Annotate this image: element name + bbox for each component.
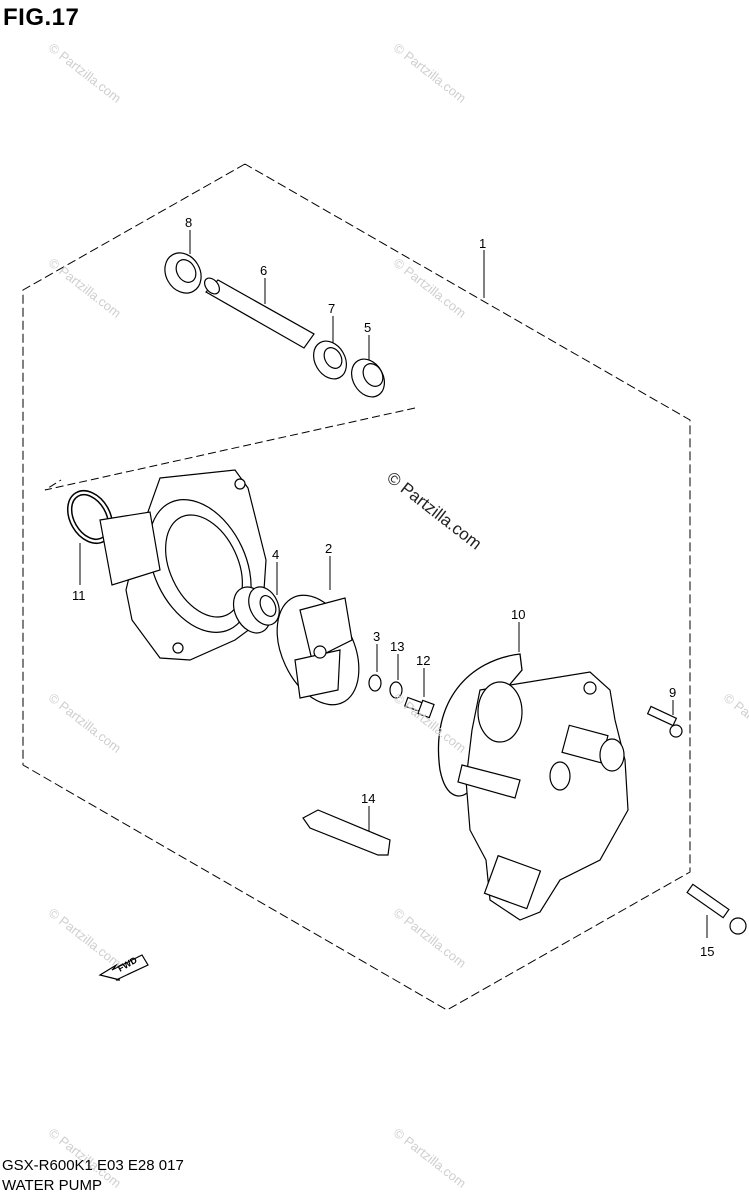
part-2-impeller[interactable] xyxy=(261,582,375,718)
part-9-bolt[interactable] xyxy=(646,705,683,738)
callout-2: 2 xyxy=(325,541,332,556)
callout-14: 14 xyxy=(361,791,375,806)
callout-5: 5 xyxy=(364,320,371,335)
part-group-name: WATER PUMP xyxy=(2,1177,102,1194)
part-5-seal[interactable] xyxy=(345,353,391,403)
assembly-outline xyxy=(22,163,691,1011)
part-12-bolt[interactable] xyxy=(404,696,435,719)
callout-6: 6 xyxy=(260,263,267,278)
part-3-washer[interactable] xyxy=(368,674,382,692)
callout-3: 3 xyxy=(373,629,380,644)
pump-body[interactable] xyxy=(457,671,629,921)
part-8-bearing[interactable] xyxy=(158,246,208,299)
figure-title: FIG.17 xyxy=(3,4,80,31)
callout-11: 11 xyxy=(72,588,86,603)
callout-15: 15 xyxy=(700,944,714,959)
pump-housing[interactable] xyxy=(99,469,271,661)
callout-1: 1 xyxy=(479,236,486,251)
part-13-washer[interactable] xyxy=(389,681,403,699)
model-code: GSX-R600K1 E03 E28 017 xyxy=(2,1157,184,1174)
part-7-bearing[interactable] xyxy=(307,335,353,385)
callout-10: 10 xyxy=(511,607,525,622)
callout-7: 7 xyxy=(328,301,335,316)
callout-9: 9 xyxy=(669,685,676,700)
part-6-shaft[interactable] xyxy=(202,275,315,349)
part-4-mechanical-seal[interactable] xyxy=(226,581,285,639)
callout-12: 12 xyxy=(416,653,430,668)
callout-8: 8 xyxy=(185,215,192,230)
callout-4: 4 xyxy=(272,547,279,562)
part-14-clamp[interactable] xyxy=(302,809,391,856)
sub-assembly-outline xyxy=(44,407,416,491)
callout-13: 13 xyxy=(390,639,404,654)
part-15-bolt[interactable] xyxy=(686,883,747,935)
callout-labels: 1 2 3 4 5 6 7 8 9 10 11 12 13 14 15 xyxy=(72,215,714,959)
